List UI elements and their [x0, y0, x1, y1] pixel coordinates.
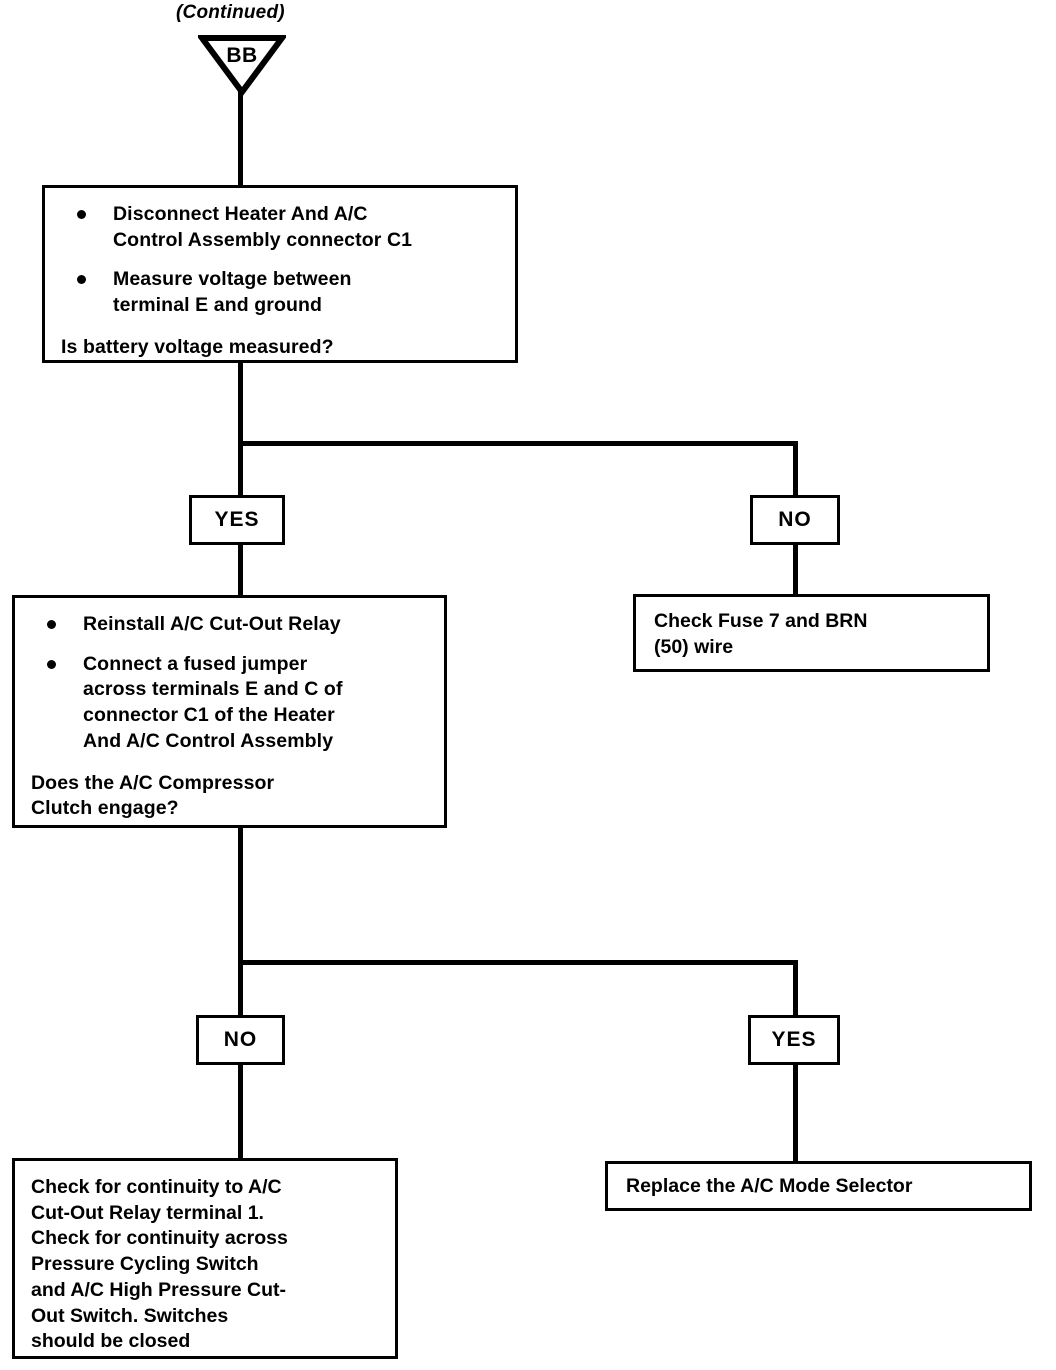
step2-content: Reinstall A/C Cut-Out Relay Connect a fu… [15, 598, 444, 834]
edge-connector-to-step1 [238, 90, 243, 186]
bullet-icon [77, 210, 86, 219]
step1-bullet-1-text: Disconnect Heater And A/C Control Assemb… [113, 203, 413, 251]
replace-selector-box: Replace the A/C Mode Selector [605, 1161, 1032, 1211]
edge-branch2-to-yes [793, 960, 798, 1017]
bullet-icon [47, 620, 56, 629]
edge-no1-to-fuse-check [793, 545, 798, 596]
edge-step1-to-branch1 [238, 363, 243, 446]
branch-no-row2[interactable]: NO [196, 1015, 285, 1065]
step1-question: Is battery voltage measured? [61, 335, 334, 358]
edge-no2-to-continuity-check [238, 1065, 243, 1160]
step2-bullet-1-text: Reinstall A/C Cut-Out Relay [83, 613, 341, 635]
edge-yes1-to-step2 [238, 545, 243, 597]
list-item: Disconnect Heater And A/C Control Assemb… [61, 202, 499, 253]
branch-no-row1[interactable]: NO [750, 495, 840, 545]
edge-branch2-horizontal [238, 960, 798, 965]
edge-step2-to-branch2 [238, 828, 243, 963]
edge-yes2-to-replace-selector [793, 1065, 798, 1163]
list-item: Reinstall A/C Cut-Out Relay [31, 612, 428, 638]
continuity-check-text: Check for continuity to A/C Cut-Out Rela… [31, 1176, 288, 1353]
fuse-check-text: Check Fuse 7 and BRN (50) wire [654, 610, 868, 658]
edge-branch2-to-no [238, 960, 243, 1017]
connector-bb-label: BB [226, 44, 258, 67]
edge-branch1-horizontal [238, 441, 798, 446]
replace-selector-text: Replace the A/C Mode Selector [626, 1175, 913, 1197]
step1-content: Disconnect Heater And A/C Control Assemb… [45, 188, 515, 373]
step2-question: Does the A/C Compressor Clutch engage? [31, 771, 275, 820]
edge-branch1-to-yes [238, 441, 243, 497]
continuity-check-box: Check for continuity to A/C Cut-Out Rela… [12, 1158, 398, 1359]
connector-bb: BB [198, 34, 286, 96]
inverted-triangle-icon [198, 35, 286, 96]
fuse-check-box: Check Fuse 7 and BRN (50) wire [633, 594, 990, 672]
bullet-icon [47, 659, 56, 669]
bullet-icon [77, 275, 86, 285]
step1-bullet-list: Disconnect Heater And A/C Control Assemb… [61, 202, 499, 319]
step2-bullet-2-text: Connect a fused jumper across terminals … [83, 652, 343, 752]
branch-yes-row2[interactable]: YES [748, 1015, 840, 1065]
continued-label: (Continued) [176, 2, 285, 23]
step2-bullet-list: Reinstall A/C Cut-Out Relay Connect a fu… [31, 612, 428, 755]
step2-box: Reinstall A/C Cut-Out Relay Connect a fu… [12, 595, 447, 828]
list-item: Measure voltage between terminal E and g… [61, 267, 499, 318]
edge-branch1-to-no [793, 441, 798, 497]
branch-yes-row1[interactable]: YES [189, 495, 285, 545]
list-item: Connect a fused jumper across terminals … [31, 652, 428, 755]
step1-box: Disconnect Heater And A/C Control Assemb… [42, 185, 518, 363]
step1-bullet-2-text: Measure voltage between terminal E and g… [113, 268, 352, 317]
